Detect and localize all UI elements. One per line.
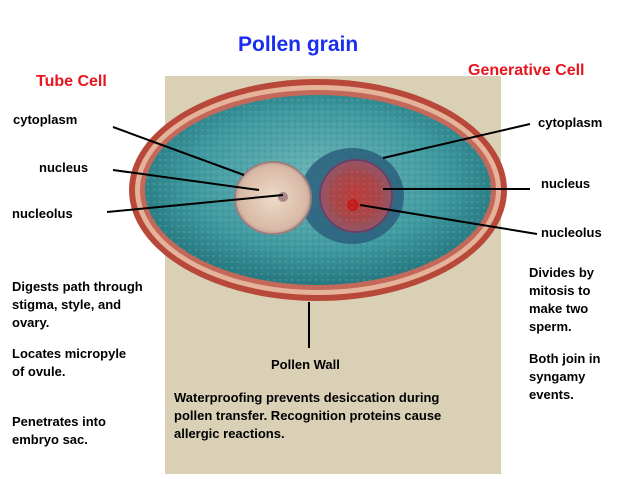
- generative-cell-heading: Generative Cell: [468, 62, 585, 79]
- generative-nucleus-label: nucleus: [541, 176, 591, 191]
- tube-function-2: Locates micropyle of ovule.: [12, 346, 127, 379]
- tube-nucleolus-pointer: [106, 194, 284, 213]
- tube-function-3: Penetrates into embryo sac.: [12, 414, 106, 447]
- generative-cytoplasm-pointer: [382, 123, 531, 159]
- tube-nucleolus-shape: [278, 192, 288, 202]
- tube-function-1: Digests path through stigma, style, and …: [12, 279, 143, 330]
- generative-cytoplasm-label: cytoplasm: [538, 115, 603, 130]
- pollen-wall-label: Pollen Wall: [271, 357, 340, 372]
- tube-cell-heading: Tube Cell: [36, 73, 107, 90]
- generative-function-2: Both join in syngamy events.: [529, 351, 601, 402]
- tube-nucleus-shape: [234, 161, 312, 235]
- generative-nucleolus-pointer: [359, 204, 538, 235]
- tube-cytoplasm-pointer: [112, 126, 245, 176]
- tube-nucleus-label: nucleus: [39, 160, 89, 175]
- generative-nucleolus-label: nucleolus: [541, 225, 602, 240]
- generative-function-1: Divides by mitosis to make two sperm.: [529, 265, 595, 334]
- page-title: Pollen grain: [238, 33, 359, 56]
- tube-nucleus-pointer: [112, 169, 260, 191]
- tube-nucleolus-label: nucleolus: [12, 206, 73, 221]
- pollen-wall-description: Waterproofing prevents desiccation durin…: [174, 390, 442, 441]
- tube-cytoplasm-label: cytoplasm: [13, 112, 78, 127]
